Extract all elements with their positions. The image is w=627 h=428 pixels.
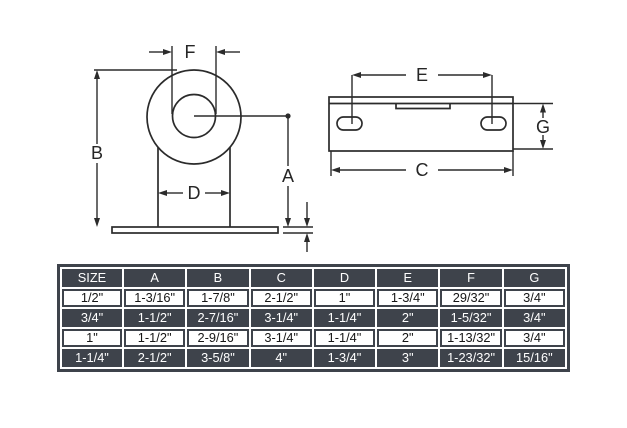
spec-cell: 3/4" bbox=[503, 309, 565, 327]
dim-label-d: D bbox=[188, 183, 201, 203]
spec-cell: 3" bbox=[377, 349, 439, 367]
spec-header-row: SIZE A B C D E F G bbox=[62, 269, 565, 287]
spec-cell: 1-1/4" bbox=[313, 309, 376, 327]
spec-cell: 1-7/8" bbox=[187, 289, 249, 307]
dim-f bbox=[149, 46, 240, 114]
spec-cell: 3-5/8" bbox=[187, 349, 249, 367]
spec-cell: 2" bbox=[377, 329, 439, 347]
col-header-f: F bbox=[440, 269, 502, 287]
spec-cell: 15/16" bbox=[503, 349, 565, 367]
dim-c bbox=[330, 151, 514, 176]
col-header-e: E bbox=[377, 269, 439, 287]
spec-cell: 3-1/4" bbox=[250, 329, 312, 347]
spec-cell: 4" bbox=[250, 349, 312, 367]
spec-cell: 1-3/4" bbox=[377, 289, 439, 307]
dim-b bbox=[94, 69, 177, 227]
eye-outer-circle bbox=[146, 69, 242, 165]
dim-label-f: F bbox=[185, 42, 196, 62]
right-slot bbox=[480, 116, 507, 131]
spec-cell: 3/4" bbox=[62, 309, 122, 327]
dim-d bbox=[158, 190, 230, 196]
spec-cell: 1-1/4" bbox=[313, 329, 376, 347]
spec-cell: 1-1/2" bbox=[124, 309, 186, 327]
spec-cell: 2-7/16" bbox=[187, 309, 249, 327]
spec-cell: 1/2" bbox=[62, 289, 122, 307]
technical-diagram: B F D bbox=[91, 42, 553, 252]
spec-cell: 3/4" bbox=[503, 329, 565, 347]
spec-cell: 2-1/2" bbox=[250, 289, 312, 307]
spec-cell: 1-3/16" bbox=[124, 289, 186, 307]
dim-base-thickness bbox=[304, 202, 310, 252]
dim-a bbox=[194, 113, 291, 227]
spec-cell: 1-23/32" bbox=[440, 349, 502, 367]
spec-cell: 1-5/32" bbox=[440, 309, 502, 327]
front-view: B F D bbox=[91, 42, 313, 252]
dim-label-c: C bbox=[416, 160, 429, 180]
table-row: 3/4" 1-1/2" 2-7/16" 3-1/4" 1-1/4" 2" 1-5… bbox=[62, 309, 565, 327]
col-header-size: SIZE bbox=[62, 269, 122, 287]
spec-cell: 1-13/32" bbox=[440, 329, 502, 347]
dim-label-g: G bbox=[536, 117, 550, 137]
spec-cell: 2" bbox=[377, 309, 439, 327]
spec-cell: 1-1/2" bbox=[124, 329, 186, 347]
center-tab bbox=[395, 103, 451, 110]
spec-cell: 1" bbox=[62, 329, 122, 347]
col-header-g: G bbox=[503, 269, 565, 287]
spec-table: SIZE A B C D E F G 1/2" 1-3/16" 1-7/8" 2… bbox=[57, 264, 570, 372]
spec-cell: 1" bbox=[313, 289, 376, 307]
col-header-a: A bbox=[124, 269, 186, 287]
table-row: 1" 1-1/2" 2-9/16" 3-1/4" 1-1/4" 2" 1-13/… bbox=[62, 329, 565, 347]
table-row: 1/2" 1-3/16" 1-7/8" 2-1/2" 1" 1-3/4" 29/… bbox=[62, 289, 565, 307]
dim-label-b: B bbox=[91, 143, 103, 163]
col-header-d: D bbox=[313, 269, 376, 287]
table-row: 1-1/4" 2-1/2" 3-5/8" 4" 1-3/4" 3" 1-23/3… bbox=[62, 349, 565, 367]
dim-label-a: A bbox=[282, 166, 294, 186]
spec-cell: 3/4" bbox=[503, 289, 565, 307]
dim-label-e: E bbox=[416, 65, 428, 85]
spec-cell: 2-1/2" bbox=[124, 349, 186, 367]
dim-e bbox=[351, 72, 493, 124]
col-header-c: C bbox=[250, 269, 312, 287]
col-header-b: B bbox=[187, 269, 249, 287]
bar-body bbox=[328, 96, 514, 152]
spec-cell: 2-9/16" bbox=[187, 329, 249, 347]
spec-cell: 1-3/4" bbox=[313, 349, 376, 367]
spec-cell: 29/32" bbox=[440, 289, 502, 307]
dim-g bbox=[513, 102, 553, 150]
base-plate-extension-lines bbox=[283, 226, 313, 234]
spec-cell: 3-1/4" bbox=[250, 309, 312, 327]
side-view: E G C bbox=[328, 65, 553, 180]
base-plate bbox=[111, 226, 279, 234]
spec-cell: 1-1/4" bbox=[62, 349, 122, 367]
left-slot bbox=[336, 116, 363, 131]
